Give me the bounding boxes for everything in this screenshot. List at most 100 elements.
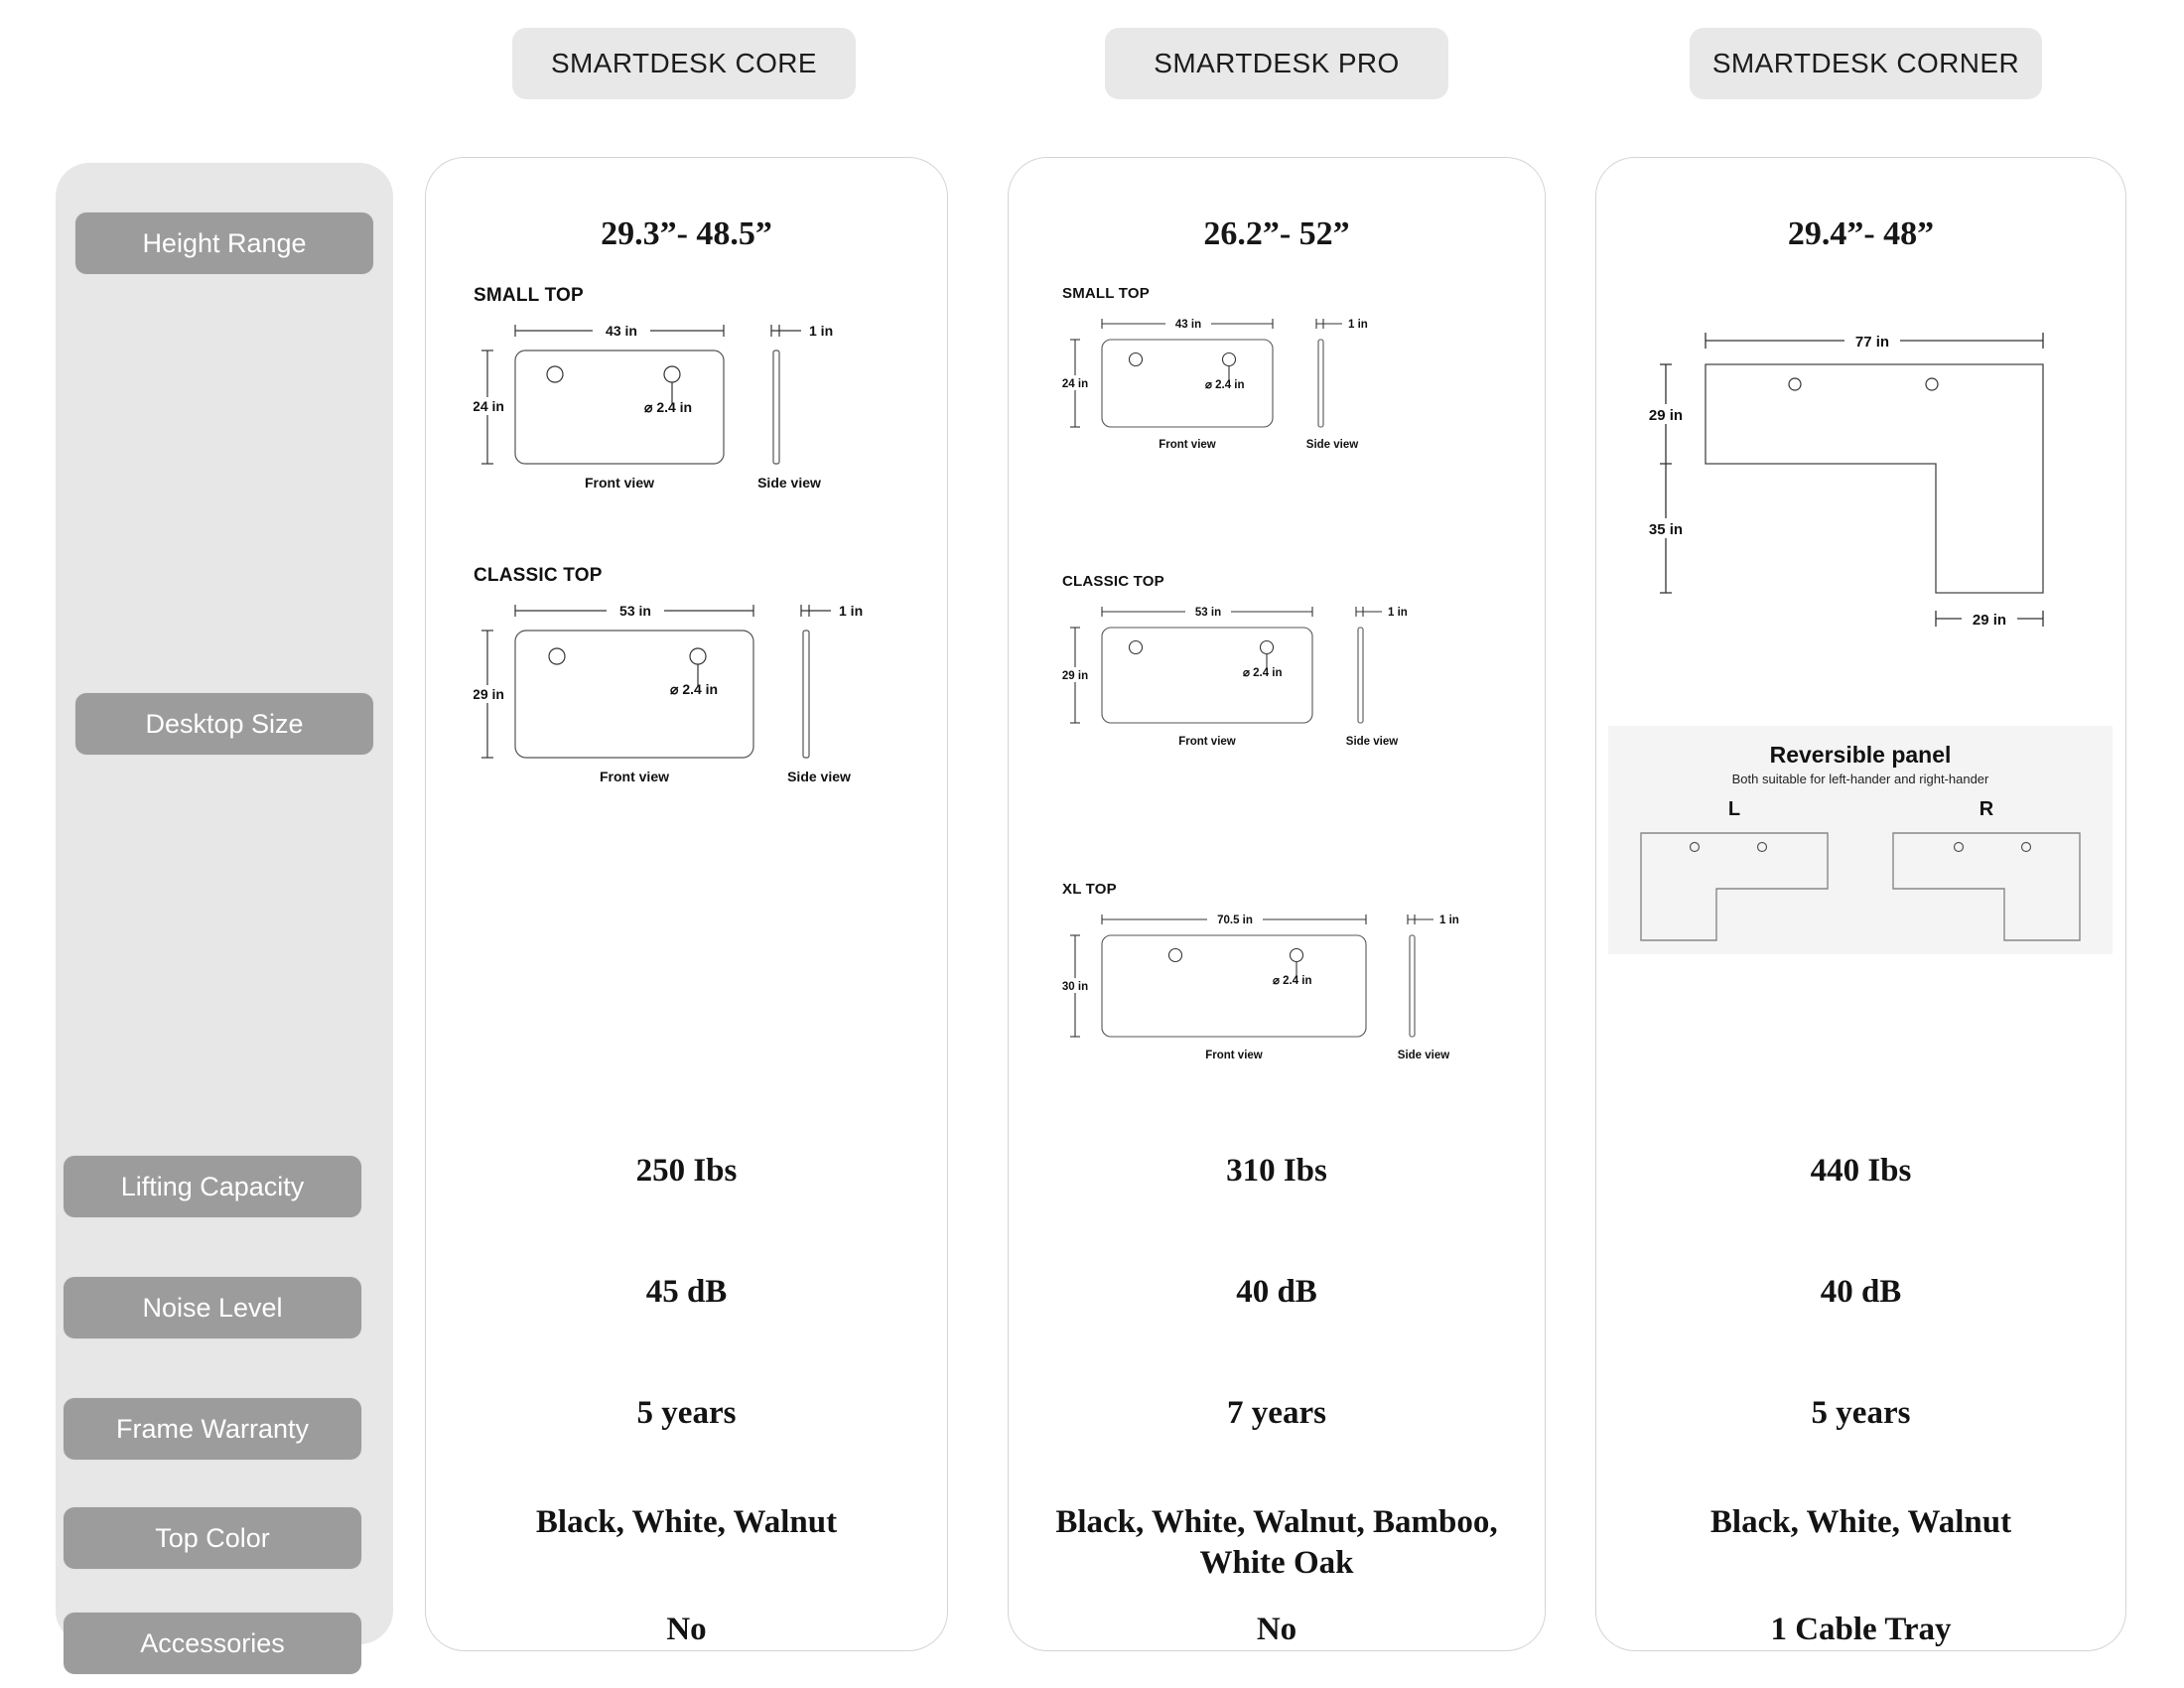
front-view-label: Front view	[1178, 736, 1236, 748]
row-label-lifting-capacity[interactable]: Lifting Capacity	[64, 1156, 361, 1217]
accessories-value: 1 Cable Tray	[1770, 1612, 1952, 1647]
top-color-value: Black, White, Walnut	[535, 1504, 838, 1540]
hole-diameter-label: ⌀ 2.4 in	[670, 681, 718, 697]
diagram-corner-l-desk: 77 in 29 in 35 in 29 in	[1614, 307, 2111, 654]
depth-dimension-label: 30 in	[1062, 981, 1088, 993]
return-width-dimension-label: 29 in	[1973, 612, 2006, 629]
side-view-label: Side view	[787, 769, 851, 784]
small-top-drawing: 43 in 24 in ⌀ 2.4 in Front view 1 in Sid…	[1062, 316, 1368, 451]
diagram-pro-classic-top: CLASSIC TOP 53 in 29 in ⌀ 2.4 in Front v…	[1062, 573, 1479, 755]
hole-diameter-label: ⌀ 2.4 in	[1273, 975, 1312, 987]
xl-top-drawing: 70.5 in 30 in ⌀ 2.4 in Front view 1 in S…	[1062, 912, 1459, 1061]
row-label-desktop-size[interactable]: Desktop Size	[75, 693, 373, 755]
tab-smartdesk-core[interactable]: SMARTDESK CORE	[512, 28, 856, 99]
thickness-label: 1 in	[809, 323, 833, 339]
product-tabs-row: SMARTDESK CORE SMARTDESK PRO SMARTDESK C…	[0, 28, 2184, 137]
noise-level-value: 40 dB	[1236, 1274, 1317, 1310]
thickness-label: 1 in	[1439, 914, 1459, 926]
option-label: L	[1727, 798, 1741, 820]
l-config-drawing	[1640, 832, 1829, 941]
row-label-frame-warranty[interactable]: Frame Warranty	[64, 1398, 361, 1460]
classic-top-drawing: 53 in 29 in ⌀ 2.4 in Front view 1 in Sid…	[1062, 604, 1408, 748]
diagram-title: XL TOP	[1062, 881, 1117, 898]
return-depth-dimension-label: 35 in	[1649, 521, 1683, 538]
depth-dimension-label: 24 in	[474, 398, 504, 414]
tab-smartdesk-corner[interactable]: SMARTDESK CORNER	[1690, 28, 2042, 99]
row-label-text: Noise Level	[142, 1292, 283, 1323]
grommet-hole-left	[1128, 639, 1144, 655]
grommet-hole-left	[1167, 947, 1183, 963]
noise-level-value: 45 dB	[645, 1274, 728, 1310]
diagram-title: SMALL TOP	[474, 285, 584, 306]
hole-diameter-label: ⌀ 2.4 in	[1205, 379, 1245, 391]
height-range-value: 29.4”- 48”	[1787, 215, 1935, 252]
side-view-label: Side view	[1398, 1050, 1449, 1061]
row-label-noise-level[interactable]: Noise Level	[64, 1277, 361, 1338]
grommet-hole-left	[1689, 841, 1701, 853]
reversible-option-left[interactable]: L	[1635, 798, 1834, 951]
row-label-text: Frame Warranty	[115, 1413, 310, 1444]
width-dimension-label: 53 in	[1195, 607, 1221, 619]
reversible-option-right[interactable]: R	[1887, 798, 2086, 951]
height-range-value: 26.2”- 52”	[1203, 215, 1350, 252]
grommet-hole-left	[548, 647, 566, 665]
width-dimension-label: 77 in	[1855, 334, 1889, 351]
classic-top-drawing: 53 in 29 in ⌀ 2.4 in Front view 1 in Sid…	[474, 602, 863, 784]
r-config-drawing	[1892, 832, 2081, 941]
front-view-label: Front view	[1159, 439, 1216, 451]
diagram-pro-small-top: SMALL TOP 43 in 24 in ⌀ 2.4 in Front vie…	[1062, 285, 1459, 457]
grommet-hole-left	[1128, 352, 1144, 367]
lifting-capacity-value: 310 Ibs	[1226, 1153, 1327, 1189]
top-color-value: Black, White, Walnut, Bamboo, White Oak	[1055, 1504, 1498, 1582]
height-range-value: 29.3”- 48.5”	[601, 215, 772, 252]
frame-warranty-value: 5 years	[1811, 1395, 1911, 1431]
tab-label: SMARTDESK PRO	[1154, 48, 1400, 78]
hole-diameter-label: ⌀ 2.4 in	[644, 399, 692, 415]
option-label: R	[1979, 798, 1994, 820]
reversible-panel-options: L R	[1608, 798, 2113, 951]
diagram-core-small-top: SMALL TOP 43 in 24 in ⌀ 2.4 in Front vie…	[474, 285, 890, 501]
diagram-title: CLASSIC TOP	[1062, 573, 1164, 590]
front-view-label: Front view	[600, 769, 669, 784]
grommet-hole-left	[1788, 377, 1802, 391]
row-label-text: Height Range	[142, 227, 307, 258]
row-label-accessories[interactable]: Accessories	[64, 1613, 361, 1674]
row-label-text: Top Color	[155, 1522, 270, 1553]
hole-diameter-label: ⌀ 2.4 in	[1243, 667, 1283, 679]
depth-dimension-label: 24 in	[1062, 378, 1088, 390]
small-top-drawing: 43 in 24 in ⌀ 2.4 in Front view 1 in Sid…	[474, 322, 833, 491]
product-card-smartdesk-corner: 29.4”- 48” 77 in 29 in 35 in	[1595, 157, 2126, 1651]
diagram-title: CLASSIC TOP	[474, 565, 603, 586]
depth-dimension-label: 29 in	[1062, 670, 1088, 682]
reversible-panel-title: Reversible panel	[1769, 742, 1952, 768]
frame-warranty-value: 7 years	[1227, 1395, 1326, 1431]
spec-row-labels-sidebar: Height Range Desktop Size Lifting Capaci…	[56, 163, 393, 1674]
reversible-panel-section: Reversible panel Both suitable for left-…	[1608, 726, 2113, 954]
top-depth-dimension-label: 29 in	[1649, 407, 1683, 424]
thickness-label: 1 in	[1348, 319, 1368, 331]
grommet-hole-right	[1221, 352, 1237, 367]
grommet-hole-left	[546, 365, 564, 383]
grommet-hole-right	[1259, 639, 1275, 655]
side-view-label: Side view	[1346, 736, 1398, 748]
row-label-text: Accessories	[140, 1627, 285, 1658]
noise-level-value: 40 dB	[1820, 1274, 1902, 1310]
accessories-value: No	[1256, 1612, 1297, 1647]
tab-smartdesk-pro[interactable]: SMARTDESK PRO	[1105, 28, 1448, 99]
l-desk-outline	[1705, 363, 2044, 594]
grommet-hole-right	[1925, 377, 1939, 391]
product-card-smartdesk-core: 29.3”- 48.5” SMALL TOP 43 in 24 in ⌀ 2.4…	[425, 157, 948, 1651]
grommet-hole-right	[689, 647, 707, 665]
depth-dimension-label: 29 in	[474, 686, 504, 702]
row-label-height-range[interactable]: Height Range	[75, 212, 373, 274]
product-card-smartdesk-pro: 26.2”- 52” SMALL TOP 43 in 24 in ⌀ 2.4 i…	[1008, 157, 1546, 1651]
front-view-label: Front view	[1205, 1050, 1263, 1061]
width-dimension-label: 43 in	[606, 323, 637, 339]
tab-label: SMARTDESK CORE	[550, 48, 818, 78]
top-color-value: Black, White, Walnut	[1709, 1504, 2012, 1540]
width-dimension-label: 53 in	[619, 603, 651, 619]
diagram-core-classic-top: CLASSIC TOP 53 in 29 in ⌀ 2.4 in Front v…	[474, 565, 910, 791]
row-label-top-color[interactable]: Top Color	[64, 1507, 361, 1569]
thickness-label: 1 in	[839, 603, 863, 619]
width-dimension-label: 70.5 in	[1217, 914, 1253, 926]
